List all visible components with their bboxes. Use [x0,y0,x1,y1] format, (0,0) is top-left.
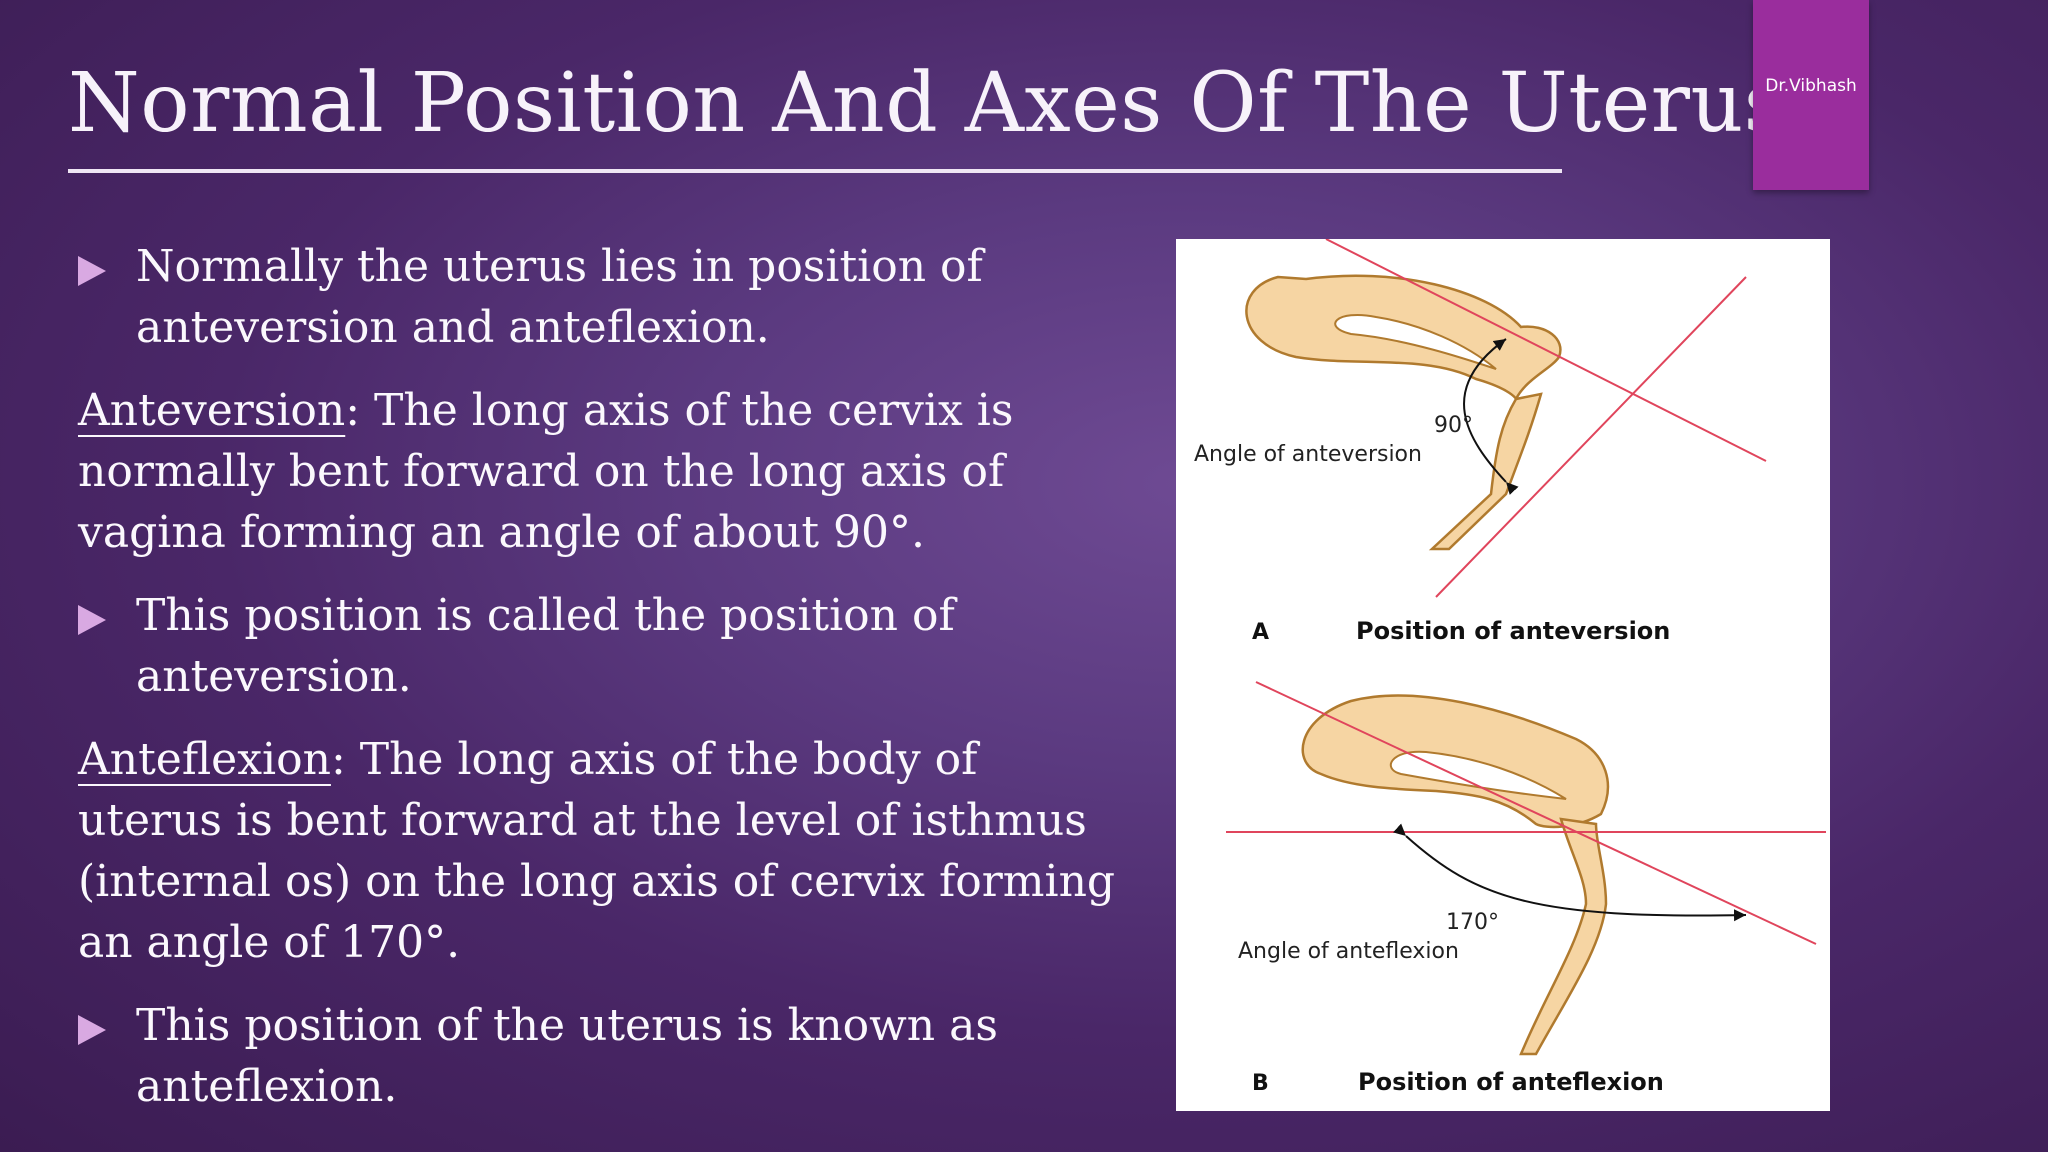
author-tag: Dr.Vibhash [1753,0,1869,190]
panel-letter: A [1252,620,1269,645]
angle-label: Angle of anteversion [1194,442,1422,467]
bullet-text: This position is called the position of … [136,590,955,702]
author-name: Dr.Vibhash [1765,76,1857,96]
panel-caption: Position of anteversion [1356,617,1670,645]
bullet-text: Normally the uterus lies in position of … [136,241,983,353]
angle-arc [1393,823,1747,922]
anteflexion-definition: Anteflexion: The long axis of the body o… [78,729,1128,973]
slide-body: Normally the uterus lies in position of … [78,236,1128,1139]
angle-label: Angle of anteflexion [1238,939,1459,964]
bullet-item: This position of the uterus is known as … [78,995,1128,1117]
anteflexion-panel: 170° Angle of anteflexion B Position of … [1226,681,1826,1096]
anteversion-text: : The long axis of the cervix is normall… [78,385,1014,558]
anteversion-definition: Anteversion: The long axis of the cervix… [78,380,1128,563]
bullet-text: This position of the uterus is known as … [136,1000,998,1112]
triangle-bullet-icon [78,605,106,635]
uterine-cavity [1334,314,1497,370]
anteversion-panel: 90° Angle of anteversion A Position of a… [1194,239,1767,645]
angle-value: 170° [1446,910,1499,935]
triangle-bullet-icon [78,1015,106,1045]
triangle-bullet-icon [78,256,106,286]
uterine-axis-line [1325,239,1767,462]
anteflexion-text: : The long axis of the body of uterus is… [78,734,1116,968]
vaginal-axis-line [1435,276,1747,598]
title-underline [68,169,1562,173]
bullet-item: This position is called the position of … [78,585,1128,707]
uterus-diagram: 90° Angle of anteversion A Position of a… [1176,239,1830,1111]
slide-title: Normal Position And Axes Of The Uterus [68,56,1787,151]
angle-arc [1463,338,1519,495]
angle-value: 90° [1434,413,1473,438]
anteflexion-term: Anteflexion [78,734,331,785]
cervical-axis-line [1255,681,1817,945]
cervix-vagina-shape [1519,817,1608,1056]
panel-letter: B [1252,1071,1269,1096]
bullet-item: Normally the uterus lies in position of … [78,236,1128,358]
panel-caption: Position of anteflexion [1358,1068,1664,1096]
anteversion-term: Anteversion [78,385,346,436]
